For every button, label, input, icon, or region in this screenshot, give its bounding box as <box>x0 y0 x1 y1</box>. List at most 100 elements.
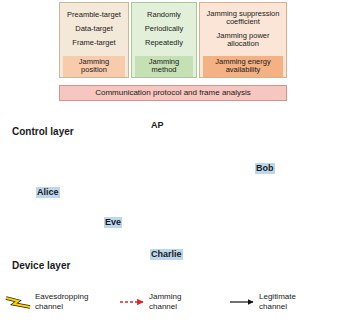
alice-phone <box>44 166 55 184</box>
eavesdrop-bolt-outline <box>134 140 167 193</box>
device-label-anchor: Bob <box>255 163 275 174</box>
option-list: Jamming suppression coefficientJamming p… <box>200 3 286 56</box>
mesh-link <box>215 128 260 132</box>
device-label-anchor: AP <box>150 120 165 131</box>
appliance-icon <box>240 239 251 252</box>
tablet-body <box>232 162 252 176</box>
phone-screen <box>172 233 179 244</box>
phone-screen <box>46 169 54 181</box>
mesh-link <box>75 135 110 150</box>
category-text: Jamming energy availability <box>205 58 281 75</box>
legend-text: Eavesdropping channel <box>35 292 97 310</box>
legitimate-channel <box>57 135 172 166</box>
control-arrow <box>93 77 95 86</box>
antenna-tower <box>172 112 184 136</box>
control-layer-plane: Jamming position Preamble-targetData-targ… <box>0 0 342 140</box>
option-list: Preamble-targetData-targetFrame-target <box>60 3 128 56</box>
camera-icon <box>193 195 207 205</box>
camera-icon <box>88 175 102 185</box>
tablet-screen <box>234 164 250 174</box>
printer-icon <box>283 167 297 178</box>
mesh-link <box>290 140 300 172</box>
antenna-tip <box>176 108 180 112</box>
option-text: Repeatedly <box>145 39 183 48</box>
mesh-link <box>245 215 270 245</box>
monitor-icon <box>263 210 277 222</box>
protocol-analysis-bar: Communication protocol and frame analysi… <box>60 86 286 100</box>
legend-item: Legitimate channel <box>228 285 321 318</box>
laptop-base <box>105 209 141 213</box>
antenna-pole <box>177 112 178 136</box>
layer-title: Device layer <box>12 260 70 272</box>
category-text: Jamming position <box>65 58 123 75</box>
control-arrow <box>242 77 244 86</box>
legend-sample <box>228 295 256 309</box>
phone-body <box>44 166 55 184</box>
laptop-screen <box>114 196 132 207</box>
mesh-link <box>200 200 270 215</box>
signal-wave <box>183 105 185 115</box>
option-list: RandomlyPeriodicallyRepeatedly <box>132 3 196 56</box>
legend-item: Eavesdropping channel <box>4 285 97 318</box>
printer-icon <box>53 205 67 216</box>
eavesdrop-bolt-outline <box>6 298 30 307</box>
legend-text: Jamming channel <box>149 292 211 310</box>
legitimate-sample <box>230 301 253 302</box>
jamming-method-column: Jamming method RandomlyPeriodicallyRepeat… <box>132 3 196 77</box>
device-name: AP <box>150 120 165 131</box>
layer-title: Control layer <box>12 126 74 138</box>
jamming-position-column: Jamming position Preamble-targetData-targ… <box>60 3 128 77</box>
mesh-link <box>75 150 95 180</box>
layer-plane-shape <box>0 0 342 140</box>
mesh-link <box>290 172 305 195</box>
control-arrow <box>163 77 165 86</box>
legend-sample <box>118 295 146 309</box>
mesh-link <box>80 235 120 250</box>
phone-body <box>170 230 180 246</box>
signal-wave <box>171 105 173 115</box>
layer-link-arrow <box>19 142 41 180</box>
signal-wave <box>187 102 190 118</box>
bar-text: Communication protocol and frame analysi… <box>95 88 251 98</box>
eavesdrop-bolt <box>6 298 30 307</box>
device-name: Charlie <box>150 249 183 260</box>
laptop-lid <box>112 194 134 209</box>
legend-sample <box>4 295 32 309</box>
appliance-icon <box>300 189 311 202</box>
antenna-brace <box>174 128 182 129</box>
mesh-link <box>60 210 80 235</box>
charlie-phone <box>170 230 180 246</box>
option-text: Preamble-target <box>67 11 121 20</box>
printer-icon <box>68 145 82 156</box>
layer-title-anchor: Device layer <box>12 260 70 272</box>
monitor-icon <box>113 245 127 257</box>
layer-title-anchor: Control layer <box>12 126 74 138</box>
layer-plane-shape <box>0 110 342 280</box>
option-text: Periodically <box>145 25 183 34</box>
mesh-link <box>120 200 200 250</box>
printer-icon <box>203 245 217 256</box>
device-name: Eve <box>104 217 122 228</box>
camera-icon <box>253 127 267 137</box>
bob-tablet <box>232 162 252 176</box>
legend: Eavesdropping channel Jamming channel Legi… <box>0 285 342 318</box>
device-name: Alice <box>36 187 60 198</box>
option-text: Randomly <box>147 11 181 20</box>
device-label-anchor: Charlie <box>150 249 183 260</box>
eavesdrop-bolt-outline <box>58 180 108 201</box>
device-label-anchor: Alice <box>36 187 60 198</box>
option-text: Jamming power allocation <box>202 32 284 49</box>
option-text: Jamming suppression coefficient <box>202 10 284 27</box>
option-text: Frame-target <box>72 39 115 48</box>
access-point-icon <box>166 102 191 136</box>
device-mesh <box>60 128 305 250</box>
jamming-position-box: Jamming position <box>63 56 125 77</box>
jamming-sample <box>120 301 143 302</box>
iot-devices <box>53 123 311 257</box>
legitimate-channel <box>186 135 231 161</box>
category-text: Jamming method <box>137 58 191 75</box>
eavesdrop-bolt <box>58 180 108 201</box>
signal-wave <box>166 102 169 118</box>
monitor-icon <box>208 123 222 135</box>
